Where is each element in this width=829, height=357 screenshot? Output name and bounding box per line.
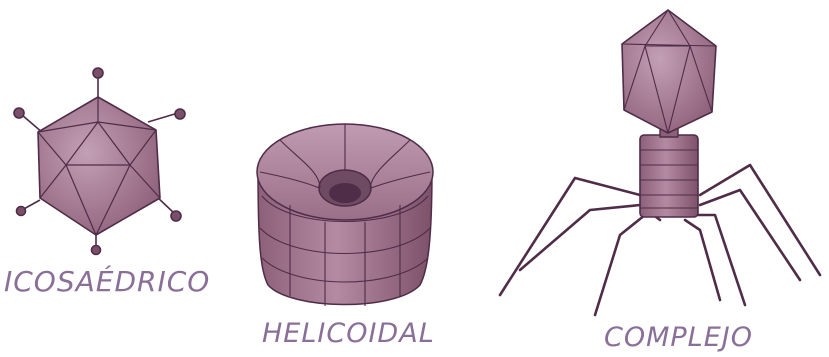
label-helical: HELICOIDAL — [262, 318, 435, 349]
helical-virus — [257, 124, 433, 306]
label-icosahedral: ICOSAÉDRICO — [4, 265, 210, 298]
complex-virus — [500, 10, 820, 315]
phage-tail — [640, 135, 698, 217]
label-complex: COMPLEJO — [604, 322, 753, 353]
icosahedral-virus — [14, 68, 185, 255]
icosahedral-capsid — [38, 97, 160, 235]
